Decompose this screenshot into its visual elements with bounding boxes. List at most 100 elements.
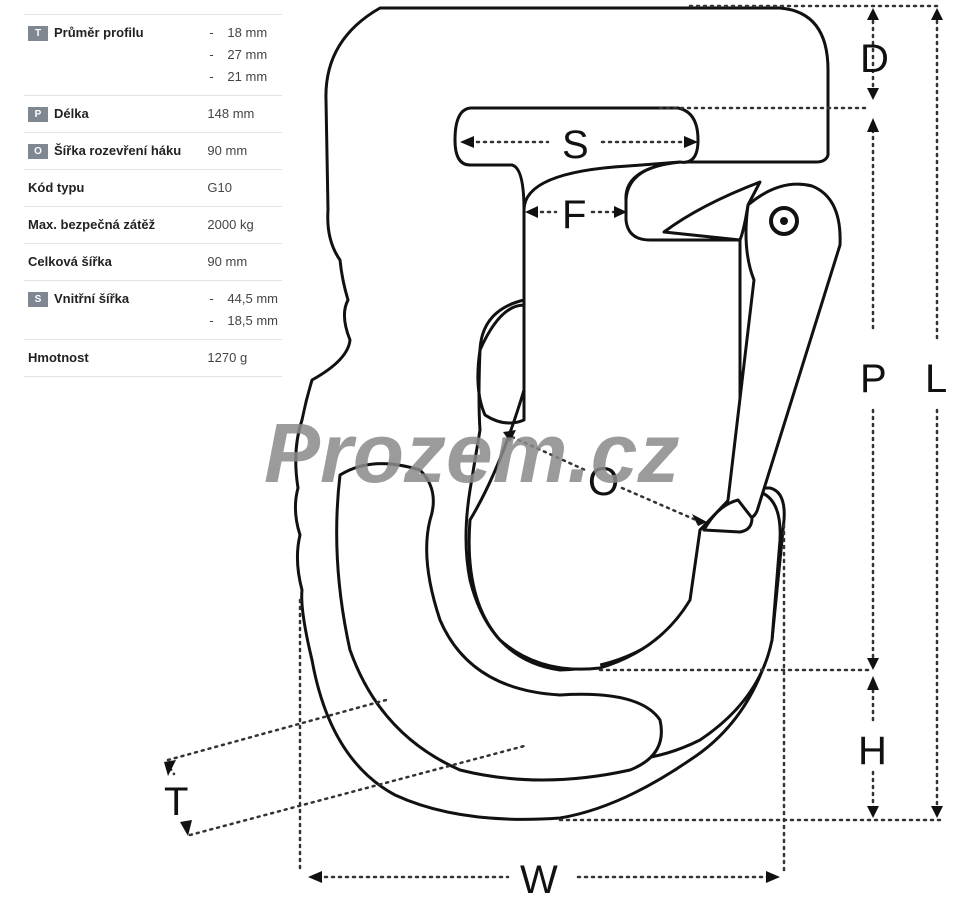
dim-label-p: P [860, 357, 887, 401]
spec-label: Průměr profilu [54, 25, 144, 40]
spec-label-cell: O Šířka rozevření háku [24, 132, 204, 170]
dim-d-arrow-top [867, 8, 879, 20]
inner-groove [335, 462, 663, 782]
dim-s-arrow-right [684, 136, 698, 148]
spec-label-cell: Max. bezpečná zátěž [24, 206, 204, 244]
spec-row: Hmotnost 1270 g [24, 339, 282, 377]
dim-label-h: H [858, 729, 887, 773]
spec-value-line: 90 mm [207, 251, 278, 273]
spec-value: 148 mm [207, 106, 255, 121]
spec-value-line: -27 mm [207, 44, 278, 66]
latch-tongue [662, 180, 762, 242]
spec-value-cell: -18 mm-27 mm-21 mm [203, 14, 282, 96]
spec-value-cell: -44,5 mm-18,5 mm [203, 280, 282, 340]
watermark: Prozem.cz [264, 406, 680, 500]
spec-value-dash: - [209, 291, 214, 306]
spec-value-line: 2000 kg [207, 214, 278, 236]
spec-row: Max. bezpečná zátěž 2000 kg [24, 206, 282, 244]
dim-label-w: W [520, 858, 558, 900]
dim-t-extension-upper [166, 698, 388, 762]
spec-value-cell: 148 mm [203, 95, 282, 133]
spec-value-line: -21 mm [207, 66, 278, 88]
spine-bump [476, 303, 526, 425]
dim-h-arrow-top [867, 676, 879, 690]
latch-tip [702, 498, 754, 534]
spec-value-cell: 2000 kg [203, 206, 282, 244]
spec-label-cell: S Vnitřní šířka [24, 280, 204, 340]
spec-label: Délka [54, 106, 89, 121]
spec-row: Celková šířka 90 mm [24, 243, 282, 281]
spec-value-cell: G10 [203, 169, 282, 207]
spec-value: 90 mm [207, 254, 248, 269]
spec-label-cell: Hmotnost [24, 339, 204, 377]
spec-label-cell: T Průměr profilu [24, 14, 204, 96]
pivot-dot [780, 217, 788, 225]
hook-throat [467, 300, 782, 762]
spec-value: 2000 kg [207, 217, 254, 232]
spec-row: O Šířka rozevření háku 90 mm [24, 132, 282, 170]
dim-o-arrow-lower [692, 514, 707, 526]
spec-badge: P [28, 107, 48, 122]
spec-label: Šířka rozevření háku [54, 143, 182, 158]
spec-value: 18,5 mm [227, 313, 278, 328]
dim-label-s: S [562, 123, 589, 167]
pivot-ring [769, 206, 799, 236]
dim-h-arrow-bottom [867, 806, 879, 818]
dim-o-line-lower [620, 486, 698, 522]
dim-w-arrow-right [766, 871, 780, 883]
dim-label-l: L [925, 357, 947, 401]
spec-value-line: -44,5 mm [207, 288, 278, 310]
spec-value: 18 mm [227, 25, 268, 40]
spec-value: 21 mm [227, 69, 268, 84]
spec-value-line: 1270 g [207, 347, 278, 369]
spec-row: P Délka 148 mm [24, 95, 282, 133]
spec-label: Celková šířka [28, 254, 112, 269]
spec-label: Vnitřní šířka [54, 291, 130, 306]
dim-p-arrow-top [867, 118, 879, 132]
dim-f-arrow-left [525, 206, 538, 218]
dim-d-arrow-bottom [867, 88, 879, 100]
spec-badge: T [28, 26, 48, 41]
spec-label: Max. bezpečná zátěž [28, 217, 156, 232]
spec-value-line: 148 mm [207, 103, 278, 125]
dim-l-arrow-bottom [931, 806, 943, 818]
spec-value: G10 [207, 180, 232, 195]
spec-value-line: G10 [207, 177, 278, 199]
dim-label-f: F [562, 193, 586, 237]
spec-value-line: -18,5 mm [207, 310, 278, 332]
dim-o-arrow-upper [503, 430, 516, 442]
dim-l-arrow-top [931, 8, 943, 20]
spec-value-dash: - [209, 69, 214, 84]
spec-label-cell: Kód typu [24, 169, 204, 207]
dim-w-arrow-left [308, 871, 322, 883]
dim-t-arrow-upper [164, 760, 176, 776]
spec-badge: O [28, 144, 48, 159]
spec-label-cell: P Délka [24, 95, 204, 133]
spec-value: 27 mm [227, 47, 268, 62]
spec-value-cell: 1270 g [203, 339, 282, 377]
spec-value: 1270 g [207, 350, 248, 365]
dim-t-extension-lower [188, 743, 530, 837]
spec-label: Hmotnost [28, 350, 89, 365]
dim-o-line-upper [510, 435, 587, 472]
dim-t-arrow-lower [180, 820, 192, 836]
spec-value: 44,5 mm [227, 291, 278, 306]
spec-value-line: -18 mm [207, 22, 278, 44]
spec-value-dash: - [209, 313, 214, 328]
spec-value-cell: 90 mm [203, 132, 282, 170]
dim-label-o: O [588, 460, 619, 504]
spec-badge: S [28, 292, 48, 307]
spec-value-dash: - [209, 25, 214, 40]
spec-label-cell: Celková šířka [24, 243, 204, 281]
spec-value-dash: - [209, 47, 214, 62]
dim-label-d: D [860, 37, 889, 81]
spec-value: 90 mm [207, 143, 248, 158]
dim-p-arrow-bottom [867, 658, 879, 670]
dim-f-arrow-right [614, 206, 627, 218]
